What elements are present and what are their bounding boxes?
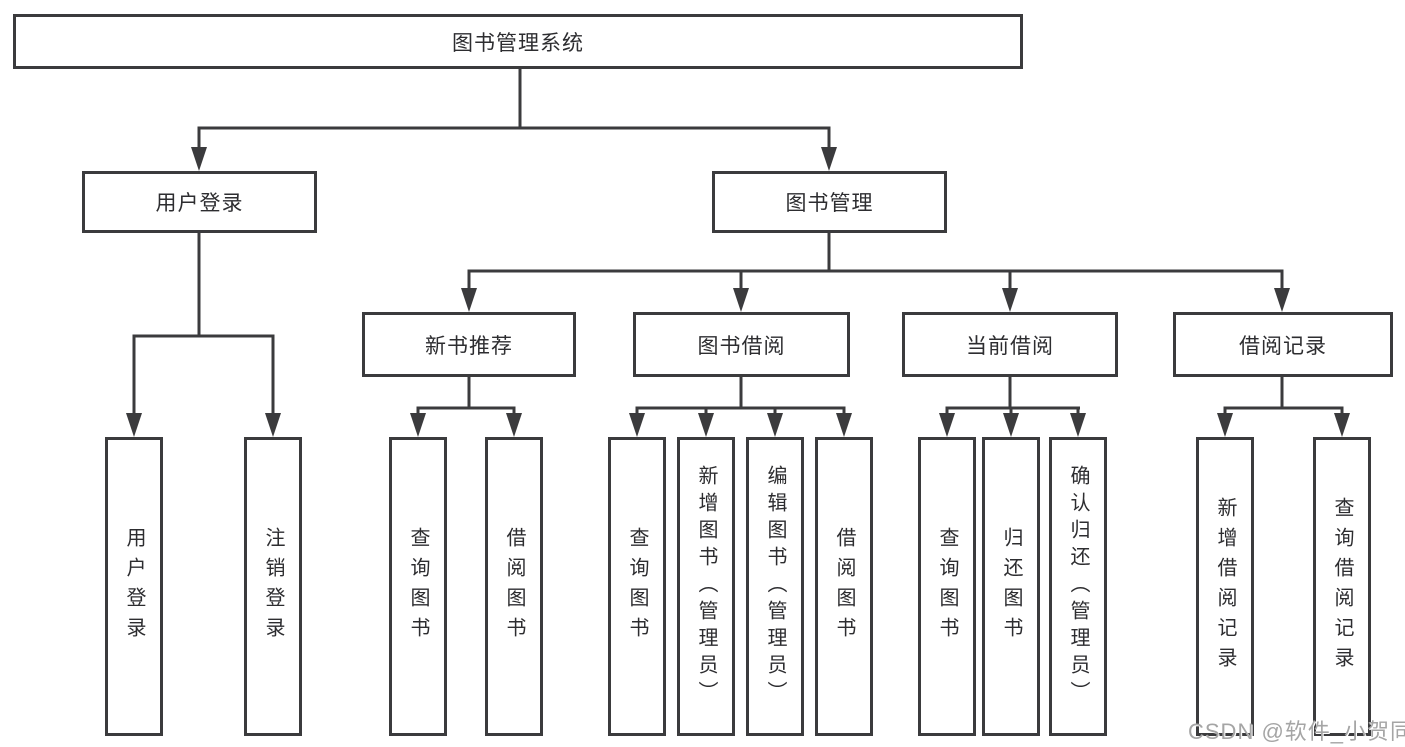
- node-new-book-recommend: 新书推荐: [362, 312, 576, 377]
- leaf-logout: 注销登录: [244, 437, 302, 736]
- leaf-return-book: 归还图书: [982, 437, 1040, 736]
- node-current-borrow: 当前借阅: [902, 312, 1118, 377]
- node-borrow-records: 借阅记录: [1173, 312, 1393, 377]
- watermark: CSDN @软件_小贺同学: [1188, 719, 1405, 744]
- leaf-query-book-recommend: 查询图书: [389, 437, 447, 736]
- leaf-edit-book-admin: 编辑图书（管理员）: [746, 437, 804, 736]
- node-root: 图书管理系统: [13, 14, 1023, 69]
- leaf-borrow-book: 借阅图书: [815, 437, 873, 736]
- node-user-login: 用户登录: [82, 171, 317, 233]
- leaf-user-login: 用户登录: [105, 437, 163, 736]
- node-book-borrow: 图书借阅: [633, 312, 850, 377]
- leaf-query-book-borrow: 查询图书: [608, 437, 666, 736]
- leaf-borrow-book-recommend: 借阅图书: [485, 437, 543, 736]
- leaf-add-borrow-record: 新增借阅记录: [1196, 437, 1254, 736]
- leaf-query-borrow-record: 查询借阅记录: [1313, 437, 1371, 736]
- node-book-management: 图书管理: [712, 171, 947, 233]
- leaf-confirm-return-admin: 确认归还（管理员）: [1049, 437, 1107, 736]
- leaf-query-book-current: 查询图书: [918, 437, 976, 736]
- leaf-add-book-admin: 新增图书（管理员）: [677, 437, 735, 736]
